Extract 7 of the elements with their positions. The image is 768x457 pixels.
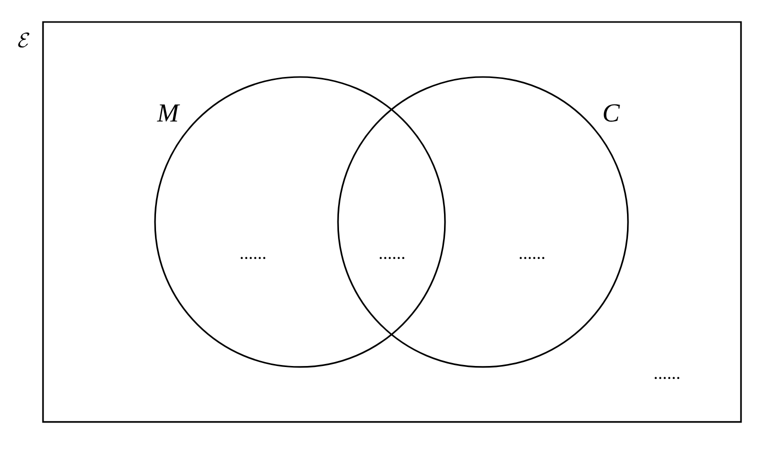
set-label: $\mathcal{E}$ (18, 32, 30, 48)
fill-in-dots: ...... (654, 376, 680, 380)
fill-in-dots: ...... (380, 256, 404, 260)
fill-in-dots: ...... (520, 256, 544, 260)
set-label: M (156, 104, 180, 122)
fill-in-dots: ...... (240, 256, 266, 260)
set-label: C (604, 104, 620, 122)
